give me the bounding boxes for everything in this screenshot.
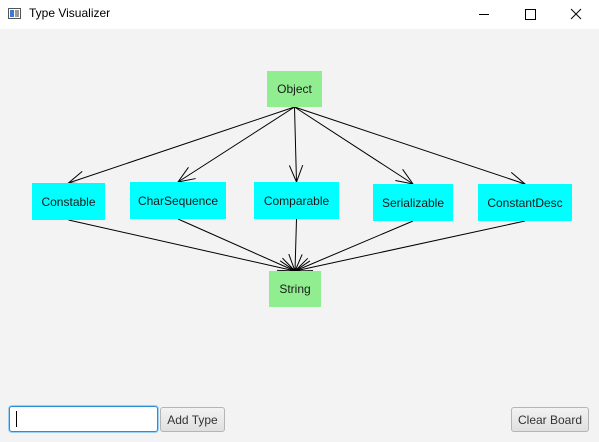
node-string[interactable]: String bbox=[269, 271, 321, 307]
minimize-icon bbox=[479, 14, 489, 15]
text-caret bbox=[16, 411, 17, 427]
node-object[interactable]: Object bbox=[267, 71, 322, 107]
node-constable-label: Constable bbox=[41, 194, 96, 209]
edge-charsequence-to-string bbox=[177, 218, 297, 272]
node-constantdesc[interactable]: ConstantDesc bbox=[478, 184, 572, 221]
node-comparable-label: Comparable bbox=[263, 193, 330, 208]
node-serializable-label: Serializable bbox=[381, 195, 445, 210]
edge-comparable-to-string bbox=[288, 218, 303, 273]
edge-object-to-constantdesc bbox=[294, 106, 527, 186]
window-title: Type Visualizer bbox=[29, 6, 111, 20]
edge-object-to-serializable bbox=[294, 106, 415, 185]
add-type-button[interactable]: Add Type bbox=[160, 407, 225, 432]
maximize-button[interactable] bbox=[507, 0, 553, 29]
clear-board-button[interactable]: Clear Board bbox=[511, 407, 589, 432]
close-button[interactable] bbox=[553, 0, 599, 29]
edge-object-to-charsequence bbox=[176, 106, 295, 183]
type-board[interactable]: Object Constable CharSequence Comparable… bbox=[0, 29, 599, 403]
edge-object-to-constable bbox=[67, 106, 295, 185]
close-icon bbox=[570, 8, 582, 20]
node-string-label: String bbox=[279, 282, 311, 296]
node-charsequence-label: CharSequence bbox=[137, 193, 219, 208]
node-object-label: Object bbox=[277, 82, 312, 96]
node-comparable[interactable]: Comparable bbox=[254, 182, 339, 219]
edge-constable-to-string bbox=[68, 219, 297, 275]
maximize-icon bbox=[525, 9, 536, 20]
app-window-icon bbox=[8, 8, 21, 19]
edge-constantdesc-to-string bbox=[293, 220, 526, 275]
node-charsequence[interactable]: CharSequence bbox=[130, 182, 226, 219]
node-constantdesc-label: ConstantDesc bbox=[487, 195, 563, 210]
node-constable[interactable]: Constable bbox=[32, 183, 105, 220]
edge-object-to-comparable bbox=[288, 106, 304, 184]
minimize-button[interactable] bbox=[461, 0, 507, 29]
node-serializable[interactable]: Serializable bbox=[373, 184, 453, 221]
edge-serializable-to-string bbox=[293, 220, 414, 272]
title-bar[interactable]: Type Visualizer bbox=[0, 0, 599, 29]
type-name-input[interactable] bbox=[9, 406, 158, 432]
